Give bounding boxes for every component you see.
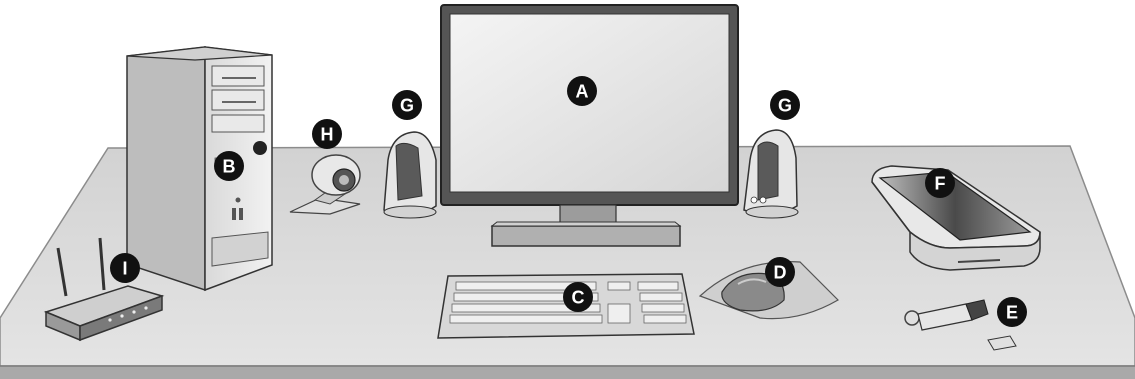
badge-letter: I bbox=[122, 259, 127, 279]
tower-pc-icon bbox=[127, 47, 272, 290]
badge-letter: G bbox=[778, 96, 792, 116]
speaker-right-icon bbox=[744, 130, 798, 218]
label-system-unit: B bbox=[214, 151, 244, 181]
badge-letter: D bbox=[774, 263, 787, 283]
badge-letter: A bbox=[576, 82, 589, 102]
label-speaker-left: G bbox=[392, 90, 422, 120]
badge-letter: B bbox=[223, 157, 236, 177]
badge-letter: C bbox=[572, 288, 585, 308]
speaker-left-icon bbox=[384, 132, 436, 218]
badge-letter: G bbox=[400, 96, 414, 116]
badge-letter: E bbox=[1006, 303, 1018, 323]
badge-letter: H bbox=[321, 125, 334, 145]
label-usb-flash-drive: E bbox=[997, 297, 1027, 327]
label-mouse: D bbox=[765, 257, 795, 287]
label-scanner: F bbox=[925, 168, 955, 198]
label-router: I bbox=[110, 253, 140, 283]
label-speaker-right: G bbox=[770, 90, 800, 120]
label-webcam: H bbox=[312, 119, 342, 149]
label-monitor: A bbox=[567, 76, 597, 106]
badge-letter: F bbox=[935, 174, 946, 194]
label-keyboard: C bbox=[563, 282, 593, 312]
